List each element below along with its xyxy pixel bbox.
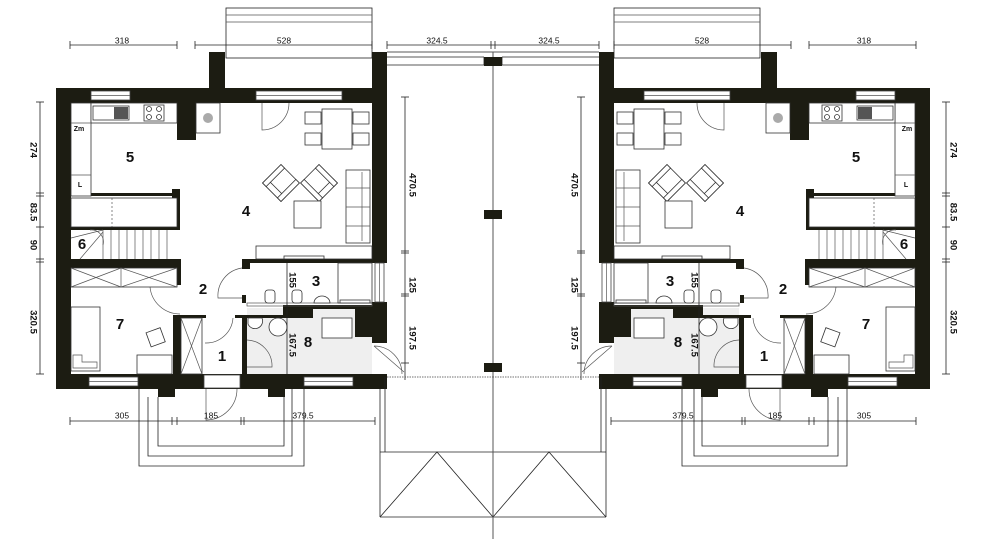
room-number-2-right: 2 [779, 281, 787, 298]
dim-top-528-right: 528 [695, 35, 709, 45]
garage-center [484, 52, 502, 539]
dim-bath-3-left: 155 [286, 272, 297, 289]
dim-garage-depth-left: 125 [406, 277, 417, 294]
dim-side-right: 320.5 [947, 310, 958, 334]
house-left [35, 7, 494, 518]
dim-garage-depth-right: 470.5 [568, 173, 579, 197]
room-number-5-left: 5 [126, 149, 134, 166]
room-number-1-right: 1 [760, 348, 768, 365]
dim-bottom-right: 379.5 [672, 410, 694, 420]
room-number-8-right: 8 [674, 334, 682, 351]
dim-bottom-left: 379.5 [292, 410, 314, 420]
garage-column [484, 210, 502, 219]
room-number-7-left: 7 [116, 316, 124, 333]
dim-garage-depth-right: 197.5 [568, 326, 579, 350]
fridge-tag-right: Zm [902, 126, 913, 133]
dim-side-left: 320.5 [27, 310, 38, 334]
garage-column [484, 363, 502, 372]
room-number-3-left: 3 [312, 273, 320, 290]
house-right [492, 7, 951, 518]
room-number-7-right: 7 [862, 316, 870, 333]
dim-side-right: 90 [947, 240, 958, 251]
dim-bottom-right: 305 [857, 410, 871, 420]
dim-top-528-left: 528 [277, 35, 291, 45]
room-number-8-left: 8 [304, 334, 312, 351]
dim-garage-width-left: 324.5 [426, 35, 448, 45]
dim-side-right: 274 [947, 142, 958, 159]
dim-bottom-right: 185 [768, 410, 782, 420]
dim-top-318-right: 318 [857, 35, 871, 45]
dim-garage-width-right: 324.5 [538, 35, 560, 45]
room-number-6-right: 6 [900, 236, 908, 253]
dim-garage-depth-left: 470.5 [406, 173, 417, 197]
dim-top-318-left: 318 [115, 35, 129, 45]
dim-garage-depth-right: 125 [568, 277, 579, 294]
dim-side-right: 83.5 [947, 203, 958, 222]
cabinet-tag-right: L [904, 182, 909, 189]
room-number-6-left: 6 [78, 236, 86, 253]
dim-side-left: 83.5 [27, 203, 38, 222]
room-number-4-left: 4 [242, 203, 251, 220]
room-number-1-left: 1 [218, 348, 226, 365]
dim-side-left: 274 [27, 142, 38, 159]
dim-bottom-left: 305 [115, 410, 129, 420]
room-number-5-right: 5 [852, 149, 860, 166]
dim-bath-8-right: 167.5 [688, 333, 699, 357]
room-number-3-right: 3 [666, 273, 674, 290]
dim-bottom-left: 185 [204, 410, 218, 420]
fridge-tag-left: Zm [74, 126, 85, 133]
room-number-2-left: 2 [199, 281, 207, 298]
garage-column [484, 57, 502, 66]
dim-garage-depth-left: 197.5 [406, 326, 417, 350]
dim-bath-8-left: 167.5 [286, 333, 297, 357]
room-number-4-right: 4 [736, 203, 745, 220]
dim-bath-3-right: 155 [688, 272, 699, 289]
cabinet-tag-left: L [78, 182, 83, 189]
labels: 5 5 4 4 6 6 2 2 3 3 7 7 1 1 8 8 Zm ZmL L 318 318 528 528 324.5 3… [27, 35, 958, 420]
dim-side-left: 90 [27, 240, 38, 251]
